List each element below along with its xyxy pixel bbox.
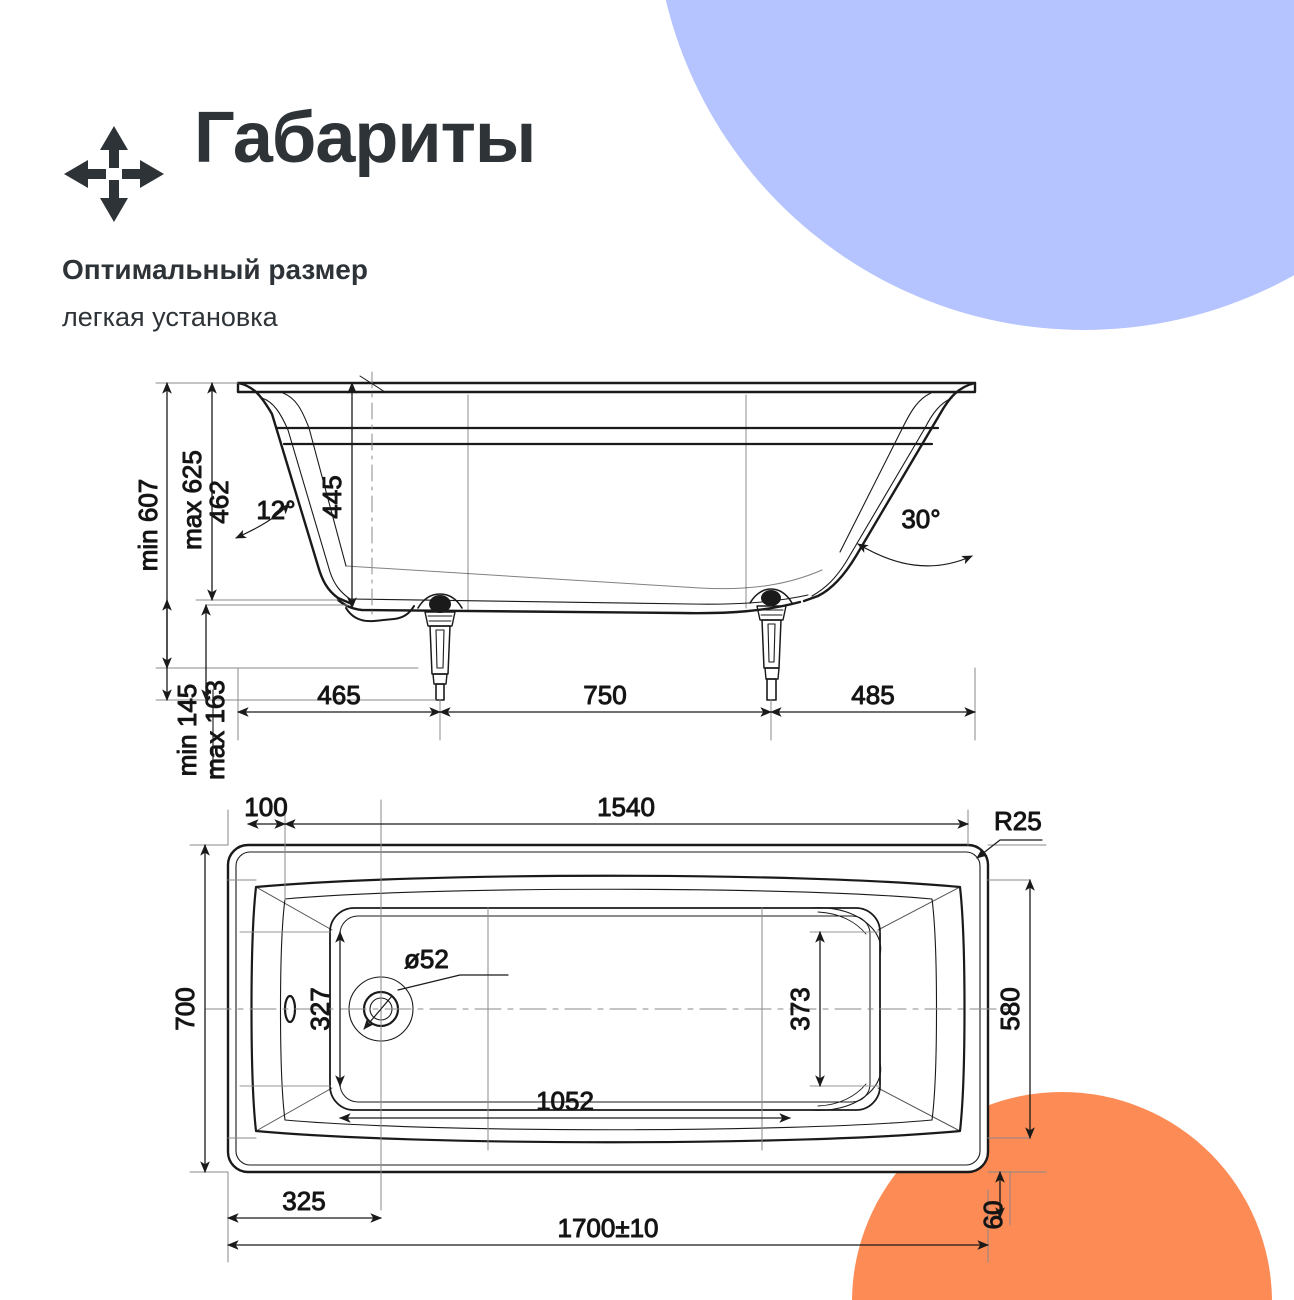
- dim-bowl-depth-inner: 445: [317, 475, 347, 518]
- dim-right-inner-width: 373: [785, 987, 815, 1030]
- dim-rim-offset: 100: [244, 792, 287, 822]
- bathtub-top-view: 100 1540 R25 700 580 327 ø52: [170, 792, 1047, 1263]
- dim-height-min: min 607: [133, 479, 163, 572]
- dim-corner-radius: R25: [994, 806, 1042, 836]
- dim-drain-to-left-wall: 327: [305, 987, 335, 1030]
- bathtub-side-view: min 607 max 625 462 min 145 max 163 445: [133, 371, 977, 780]
- dim-leg-max: max 163: [200, 680, 230, 780]
- subtitle-regular: легкая установка: [62, 302, 278, 332]
- dim-bottom-flat-length: 1052: [536, 1086, 594, 1116]
- dim-bowl-depth-outer: 462: [204, 480, 234, 523]
- move-arrows-icon: [64, 126, 164, 222]
- bath-leg-left: [417, 593, 463, 701]
- bath-leg-right: [749, 588, 793, 701]
- dim-overall-length: 1700±10: [557, 1213, 658, 1243]
- dim-angle-left: 12°: [256, 495, 295, 525]
- dim-left-segment: 465: [317, 680, 360, 710]
- dim-leg-min: min 145: [172, 684, 202, 777]
- dim-height-max: max 625: [177, 450, 207, 550]
- dim-overall-width: 700: [170, 987, 200, 1030]
- subtitle-bold: Оптимальный размер: [62, 254, 368, 285]
- page-title: Габариты: [194, 98, 536, 178]
- dim-drain-diameter: ø52: [404, 944, 449, 974]
- dim-right-segment: 485: [851, 680, 894, 710]
- dim-center-segment: 750: [583, 680, 626, 710]
- dim-angle-right: 30°: [901, 504, 940, 534]
- dim-inner-length: 1540: [597, 792, 655, 822]
- dim-left-offset: 325: [282, 1186, 325, 1216]
- dim-inner-width: 580: [995, 987, 1025, 1030]
- dim-rim-thickness: 60: [978, 1201, 1008, 1230]
